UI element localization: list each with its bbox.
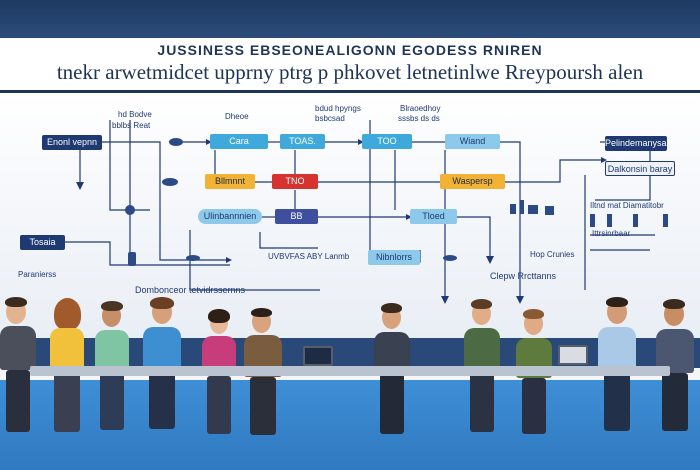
diagram-note: UVBVFAS ABY Lanmb — [268, 252, 350, 261]
flow-node: Dalkonsin baray — [605, 161, 675, 176]
tool-icon — [520, 200, 524, 214]
flow-node: BB — [275, 209, 318, 224]
tool-icon — [590, 214, 595, 227]
person — [92, 301, 134, 436]
whiteboard — [0, 93, 700, 338]
flow-node: Bllmnnt — [205, 174, 255, 189]
diagram-note: Blraoedhoy — [400, 104, 441, 113]
person — [140, 297, 185, 435]
diagram-note: bblbs Reat — [112, 121, 151, 130]
diagram-note: Clepw Rrcttanns — [490, 271, 557, 281]
flow-node: Enonl vepnn — [42, 135, 102, 150]
bottle-icon — [128, 252, 136, 266]
top-band — [0, 0, 700, 38]
diagram-note: sssbs ds ds — [398, 114, 440, 123]
tool-icon — [633, 214, 638, 227]
tool-icon — [607, 214, 612, 227]
pencil-icon — [169, 138, 183, 146]
flow-node: Tosaia — [20, 235, 65, 250]
laptop-icon — [558, 345, 588, 365]
flow-node: Nibnlorrs — [368, 250, 420, 265]
diagram-note: Iltnd mat Diamatitobr — [590, 201, 664, 210]
headline: JUSSINESS EBSEONEALIGONN EGODESS RNIREN — [157, 42, 543, 58]
conference-table — [30, 366, 670, 376]
person — [596, 297, 640, 436]
flow-node: Pelindemanysaper — [605, 136, 667, 151]
person — [0, 297, 45, 440]
diagram-note: Ittrsinrbaar — [592, 229, 631, 238]
pencil-icon — [162, 178, 178, 186]
diagram-note: bdud hpyngs — [315, 104, 361, 113]
flow-node: TOAS. — [280, 134, 325, 149]
flow-node: Ulinbannnien — [198, 209, 262, 224]
tool-icon — [510, 204, 516, 214]
diagram-note: Paranierss — [18, 270, 57, 279]
pencil-icon — [443, 255, 457, 261]
person — [652, 299, 698, 436]
person — [48, 298, 88, 437]
diagram-note: bsbcsad — [315, 114, 345, 123]
flow-node: TOO — [362, 134, 412, 149]
diagram-note: Dombonceor tetvidrssernns — [135, 285, 246, 295]
laptop-icon — [303, 346, 333, 366]
flow-node: TNO — [272, 174, 318, 189]
subheadline: tnekr arwetmidcet upprny ptrg p phkovet … — [56, 60, 644, 84]
tool-icon — [545, 206, 554, 215]
diagram-note: Hop Crunies — [530, 250, 575, 259]
flow-node: Wiand — [445, 134, 500, 149]
flow-node: Cara — [210, 134, 268, 149]
user-icon — [125, 205, 135, 215]
flow-node: Waspersp — [440, 174, 505, 189]
diagram-note: Dheoe — [225, 112, 249, 121]
flow-node: Tloed — [410, 209, 457, 224]
tool-icon — [528, 205, 538, 214]
tool-icon — [663, 214, 668, 227]
person — [462, 299, 504, 436]
diagram-note: hd Bodve — [118, 110, 152, 119]
title-panel — [0, 38, 700, 93]
pencil-icon — [186, 255, 200, 261]
